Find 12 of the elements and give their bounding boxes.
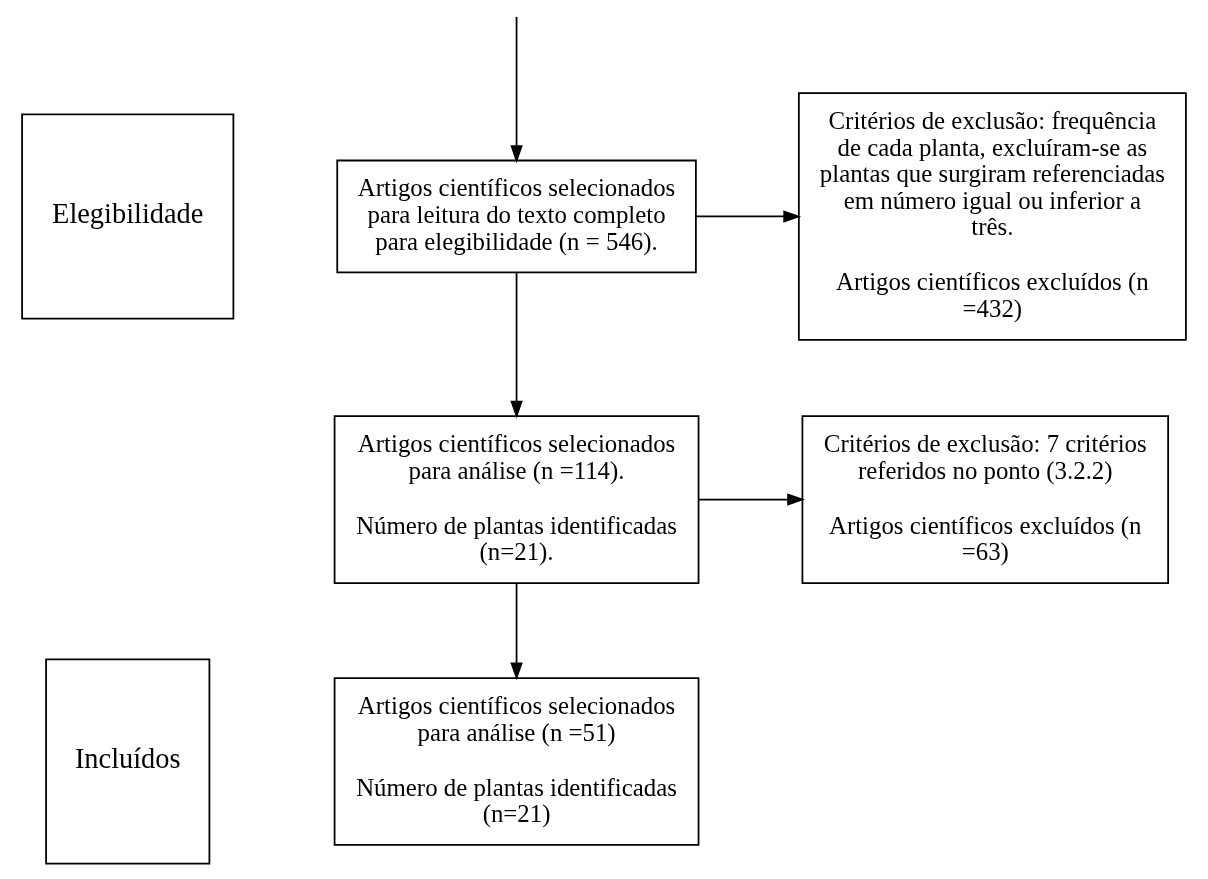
node-box: Incluídos	[45, 658, 211, 865]
node-box: Critérios de exclusão: frequência de cada planta, excluíram-se as plantas que surgiram referenciadas em número igual ou inferior a três. Artigos científicos excluídos (n =432)	[797, 92, 1187, 341]
arrow	[697, 493, 805, 506]
arrow	[510, 582, 523, 681]
arrow	[510, 271, 523, 419]
node-box: Artigos científicos selecionados para análise (n =114). Número de plantas identificadas (n=21).	[333, 415, 700, 584]
arrow	[695, 210, 802, 223]
node-box: Elegibilidade	[21, 113, 235, 320]
node-box: Critérios de exclusão: 7 critérios referidos no ponto (3.2.2) Artigos científicos excluídos (n =63)	[801, 415, 1170, 584]
arrow	[510, 15, 523, 164]
node-box: Artigos científicos selecionados para análise (n =51) Número de plantas identificadas (n=21)	[333, 677, 700, 846]
node-box: Artigos científicos selecionados para leitura do texto completo para elegibilidade (n = 546).	[336, 159, 697, 274]
